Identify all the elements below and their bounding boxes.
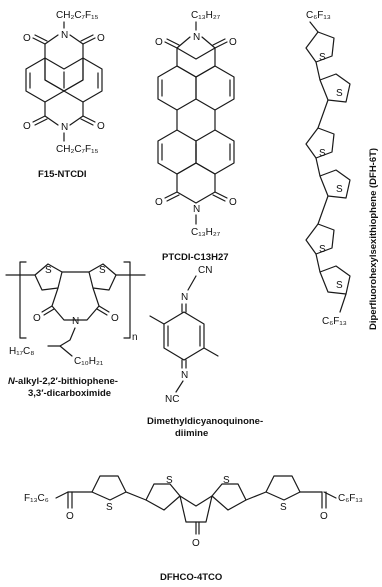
dfhco-o-right: O	[320, 511, 328, 522]
bti-caption-line1: N-alkyl-2,2′-bithiophene-	[8, 376, 118, 387]
dfhco-o-center: O	[192, 538, 200, 549]
dfhco-caption: DFHCO-4TCO	[160, 572, 222, 583]
dfh6t-s2: S	[336, 88, 343, 99]
dcnqi-nc-bottom: NC	[165, 394, 179, 405]
ptcdi-o-bottom-left: O	[155, 197, 163, 208]
bti-caption-line2: 3,3′-dicarboximide	[28, 388, 111, 399]
f15-o-top-left: O	[23, 33, 31, 44]
f15-top-chain: CH₂C₇F₁₅	[56, 10, 99, 21]
ptcdi-n-bottom: N	[193, 204, 200, 215]
dcnqi-cn-top: CN	[198, 265, 212, 276]
ptcdi-o-top-right: O	[229, 37, 237, 48]
dfh6t-s4: S	[336, 184, 343, 195]
f15-bottom-chain: CH₂C₇F₁₅	[56, 144, 99, 155]
f15-ntcdi-structure: CH₂C₇F₁₅ N O O O O N CH₂C₇F₁₅ F15	[23, 10, 105, 180]
f15-o-bottom-left: O	[23, 121, 31, 132]
ptcdi-o-top-left: O	[155, 37, 163, 48]
ptcdi-caption: PTCDI-C13H27	[162, 252, 229, 263]
ptcdi-o-bottom-right: O	[229, 197, 237, 208]
dfhco-s1: S	[106, 502, 113, 513]
dfhco-structure: F₁₃C₆ O S S O S S O C₆F₁₃ DFHCO-4TCO	[24, 475, 363, 583]
dfhco-s2: S	[166, 475, 173, 486]
bti-caption-n-prefix: N	[8, 376, 16, 387]
bti-caption-rest: -alkyl-2,2′-bithiophene-	[15, 376, 118, 387]
f15-o-top-right: O	[97, 33, 105, 44]
dfh6t-structure: C₆F₁₃ S S S S S S C₆F₁₃ Diperfluorohexyl…	[305, 10, 379, 330]
bti-s-right: S	[99, 265, 106, 276]
dfh6t-s1: S	[319, 52, 326, 63]
ptcdi-top-chain: C₁₃H₂₇	[191, 10, 221, 21]
dfhco-left-chain: F₁₃C₆	[24, 493, 49, 504]
dfhco-o-left: O	[66, 511, 74, 522]
ptcdi-n-top: N	[193, 32, 200, 43]
dfh6t-caption: Diperfluorohexylsexithiophene (DFH-6T)	[368, 148, 379, 330]
ptcdi-bottom-chain: C₁₃H₂₇	[191, 227, 221, 238]
dfhco-right-chain: C₆F₁₃	[338, 493, 363, 504]
bti-left-chain: H₁₇C₈	[9, 346, 34, 357]
dfh6t-bottom-chain: C₆F₁₃	[322, 316, 347, 327]
ptcdi-structure: C₁₃H₂₇ N O O O O N C₁₃H₂₇ PT	[155, 10, 237, 263]
f15-caption: F15-NTCDI	[38, 169, 87, 180]
dfh6t-s3: S	[319, 148, 326, 159]
f15-n-top-label: N	[61, 30, 68, 41]
dcnqi-caption-line1: Dimethyldicyanoquinone-	[147, 416, 263, 427]
f15-n-bottom-label: N	[61, 122, 68, 133]
dfh6t-s5: S	[319, 244, 326, 255]
dfh6t-s6: S	[336, 280, 343, 291]
bti-right-chain: C₁₀H₂₁	[74, 356, 104, 367]
dfh6t-top-chain: C₆F₁₃	[306, 10, 331, 21]
dcnqi-structure: CN N N NC Dimethyldicyanoquinone- diimin…	[147, 265, 263, 439]
dfhco-s4: S	[280, 502, 287, 513]
bti-n: N	[72, 316, 79, 327]
dcnqi-caption-line2: diimine	[175, 428, 208, 439]
bti-o-left: O	[33, 313, 41, 324]
f15-o-bottom-right: O	[97, 121, 105, 132]
dcnqi-n-bottom: N	[181, 370, 188, 381]
dfhco-s3: S	[223, 475, 230, 486]
bti-o-right: O	[111, 313, 119, 324]
bti-s-left: S	[45, 265, 52, 276]
dcnqi-n-top: N	[181, 292, 188, 303]
bti-structure: n S S O O N H₁₇C₈ C₁₀H₂₁ N-alkyl-2,2′-bi…	[5, 261, 146, 399]
bti-repeat-n: n	[132, 332, 138, 343]
